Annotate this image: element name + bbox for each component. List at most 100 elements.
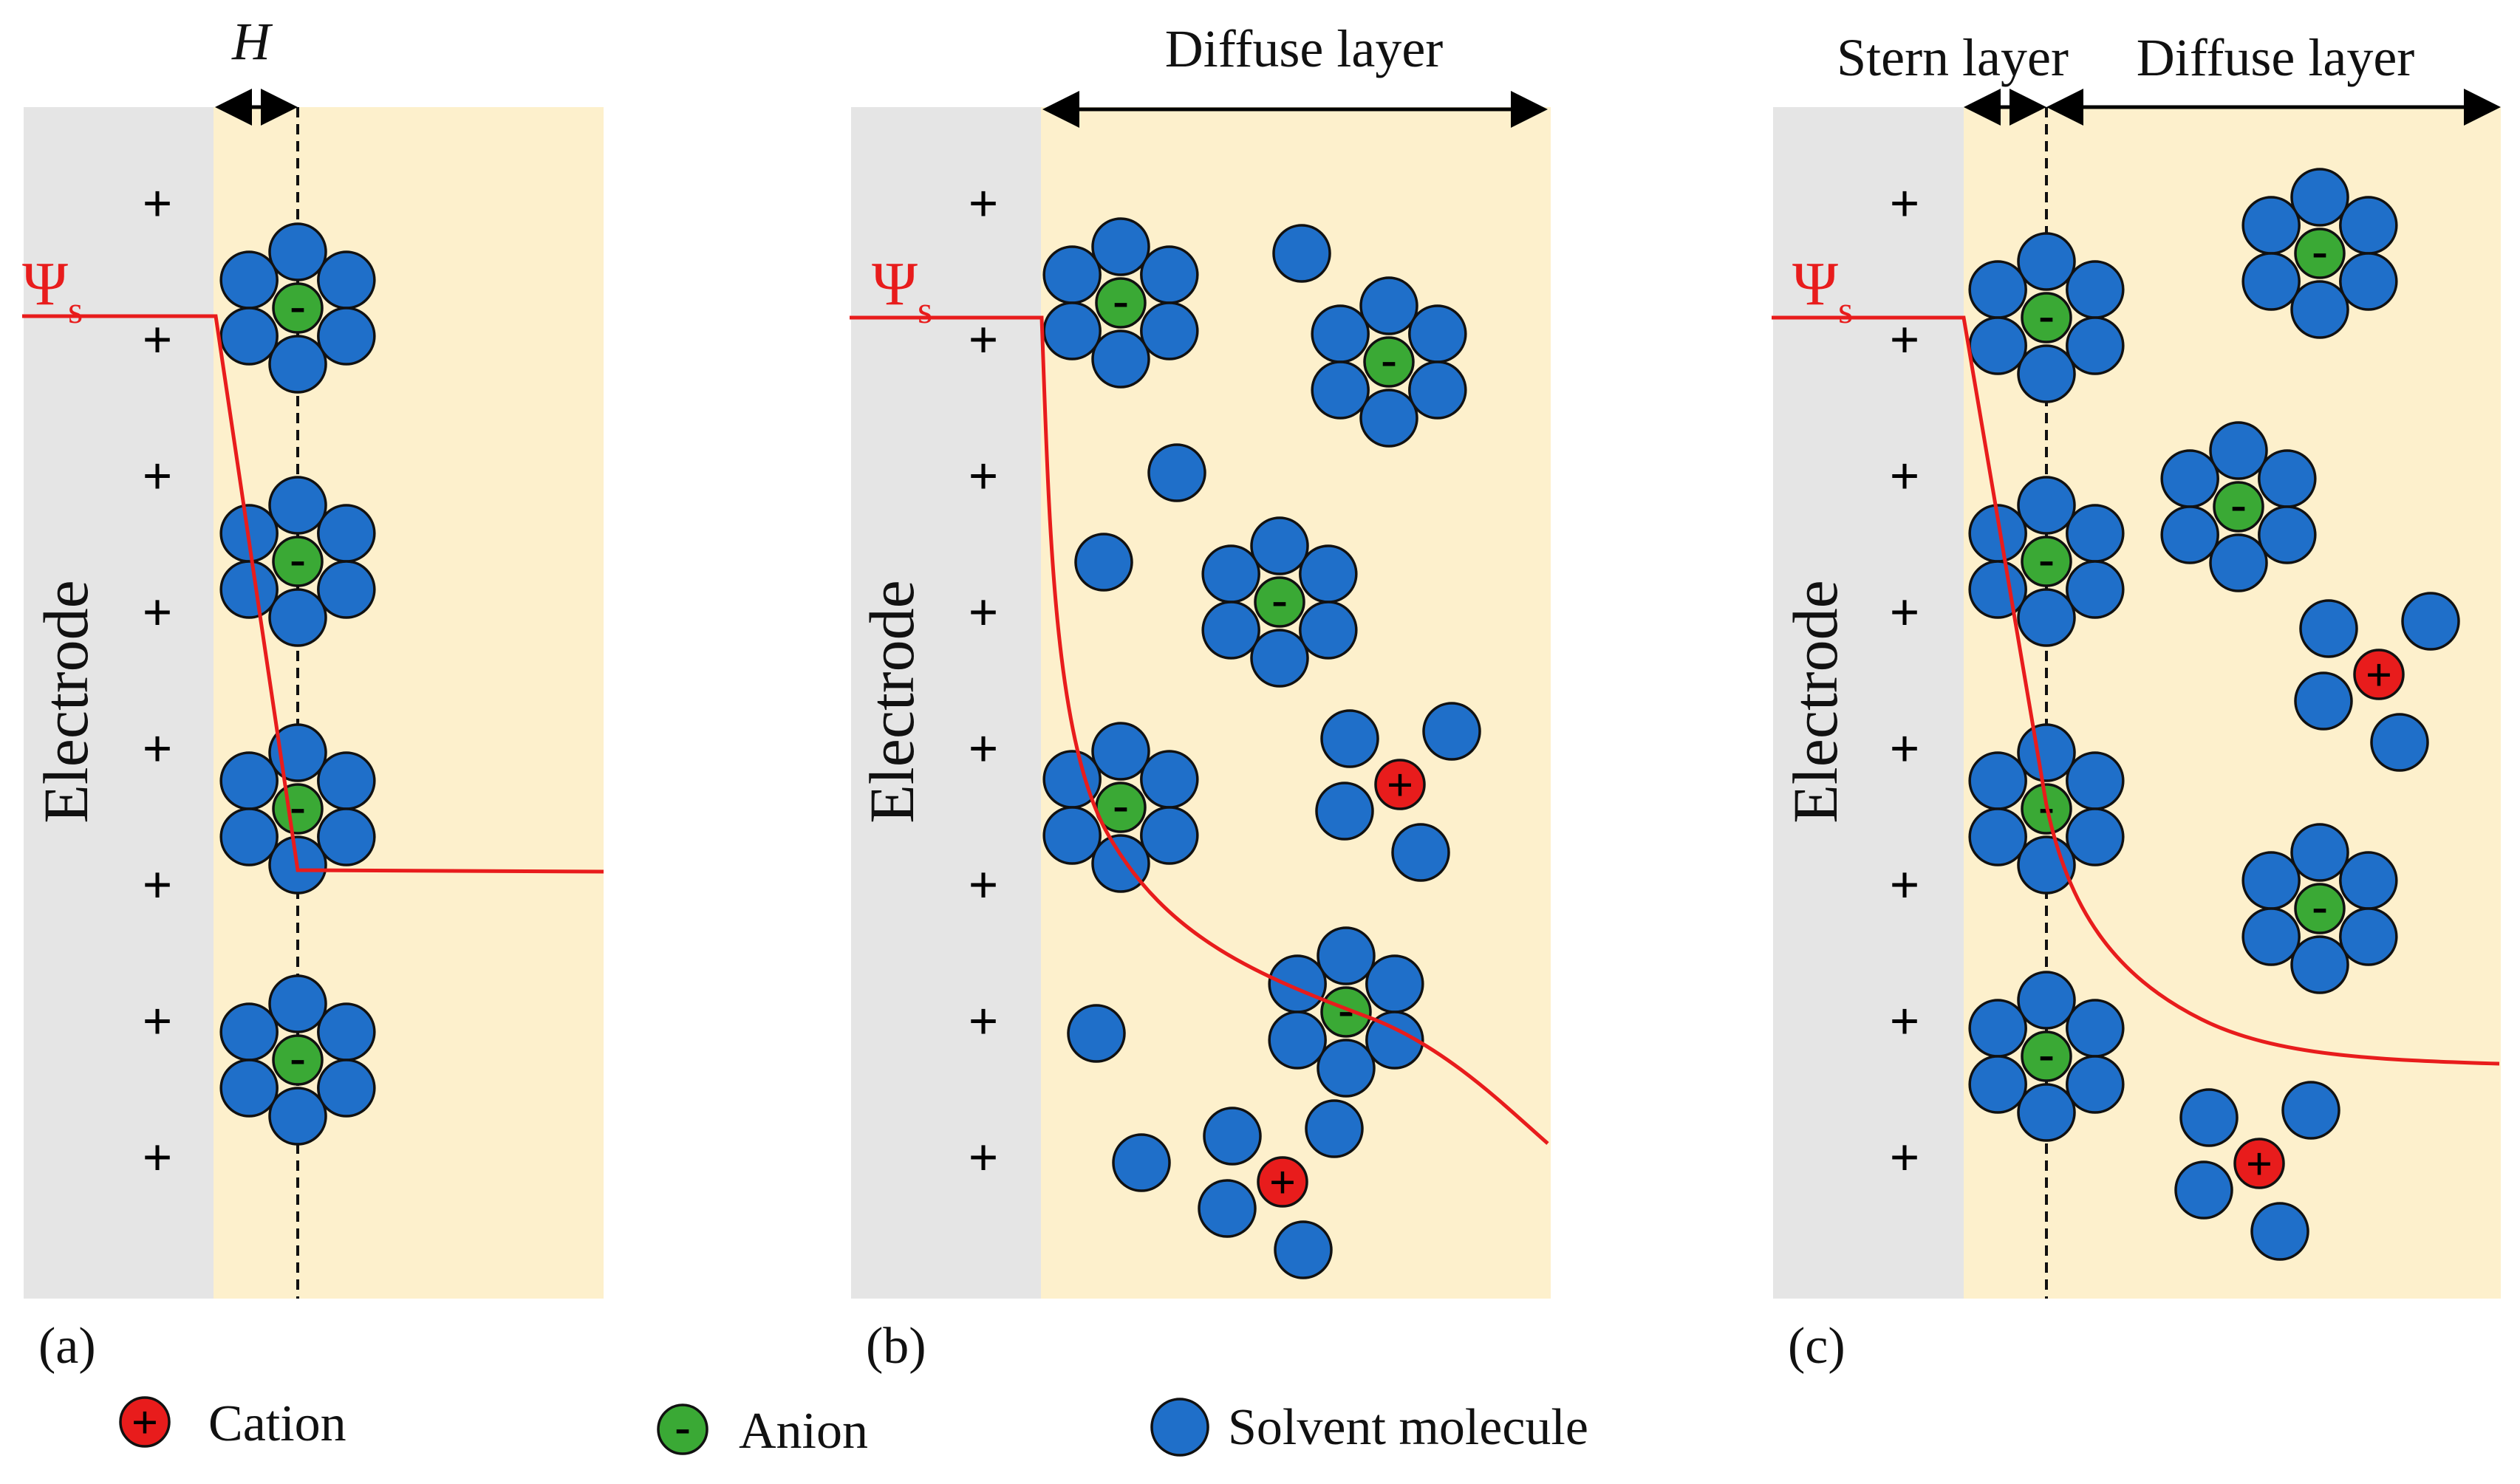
surface-potential-label: Ψs <box>22 250 83 332</box>
solvent-molecule <box>219 1059 279 1118</box>
anion-sign: - <box>2038 1027 2054 1080</box>
solvent-molecule <box>1311 360 1370 420</box>
solvent-molecule <box>219 751 279 810</box>
anion-sign: - <box>290 780 305 832</box>
solvent-molecule <box>219 307 279 366</box>
electrode-charges: ++++++++ <box>1889 174 1919 1187</box>
cation <box>1257 1156 1308 1208</box>
solvent-molecule <box>1359 276 1418 335</box>
ions: ---- <box>219 222 376 1146</box>
solvent-molecule <box>2017 971 2076 1030</box>
solvent-molecule <box>1140 750 1199 809</box>
solvent-molecule <box>1203 1107 1262 1166</box>
solvent-molecule <box>1201 601 1260 660</box>
anion <box>272 536 324 587</box>
cation <box>1374 759 1426 810</box>
solvent-molecule <box>1408 360 1467 420</box>
legend-solvent: Solvent molecule <box>1150 1398 1588 1457</box>
electrode-region <box>1773 107 1964 1299</box>
cation-sign: + <box>1387 759 1413 811</box>
anion-sign: - <box>290 279 305 332</box>
panel-c: Electrode ++++++++ Stern layer Diffuse l… <box>1772 28 2501 1375</box>
anion-sign: - <box>1271 573 1287 626</box>
solvent-molecule <box>1042 806 1102 865</box>
dimension-diffuse: Diffuse layer <box>1042 19 1548 128</box>
surface-potential-label: Ψs <box>872 250 932 332</box>
electrode-label: Electrode <box>30 580 101 823</box>
solvent-molecule <box>1198 1179 1257 1238</box>
solvent-molecule <box>2258 449 2317 508</box>
anion <box>1254 576 1305 628</box>
solvent-molecule <box>2179 1088 2239 1147</box>
solvent-molecule <box>1317 926 1376 985</box>
solvent-molecule <box>268 335 327 394</box>
solvent-molecule <box>2174 1160 2233 1220</box>
solvent-molecule <box>1968 1055 2027 1114</box>
solvent-molecule <box>2241 252 2301 311</box>
solvent-molecule <box>1365 954 1424 1013</box>
anion-icon: - <box>657 1401 708 1455</box>
solvent-molecule <box>317 250 376 310</box>
electrode-charge: + <box>968 310 998 369</box>
anion <box>2021 536 2072 587</box>
panel-a: Electrode ++++++++ H ---- Ψs (a) <box>22 12 604 1375</box>
solvent-molecule <box>1112 1133 1171 1192</box>
solvent-molecule <box>1091 834 1150 893</box>
solvent-molecule <box>1320 709 1379 768</box>
cation-sign: + <box>2246 1138 2273 1190</box>
solvent-molecule <box>1359 389 1418 448</box>
anion-sign: - <box>2230 478 2246 530</box>
anion-sign: - <box>1113 779 1128 831</box>
anion <box>2021 1030 2072 1082</box>
electrode-charge: + <box>1889 174 1919 233</box>
solvent-molecule <box>2401 592 2460 651</box>
solvent-molecule <box>1365 1011 1424 1070</box>
electrode-charge: + <box>142 446 172 505</box>
legend-cation: + Cation <box>119 1395 346 1452</box>
legend-label: Solvent molecule <box>1228 1399 1588 1456</box>
solvent-molecule <box>1042 245 1102 304</box>
solvent-molecule <box>1311 304 1370 363</box>
electrode-charge: + <box>142 583 172 642</box>
solvent-molecule <box>1408 304 1467 363</box>
solvent-molecule <box>1305 1099 1364 1158</box>
solvent-molecule <box>2066 751 2125 810</box>
solvent-molecule <box>2290 168 2349 227</box>
legend-anion: - Anion <box>657 1401 868 1460</box>
solvent-molecule <box>268 1087 327 1146</box>
panel-label: (a) <box>38 1318 96 1375</box>
anion <box>2294 228 2346 279</box>
solvent-molecule <box>1299 544 1358 603</box>
electrode-charge: + <box>1889 1128 1919 1187</box>
solvent-molecule <box>219 250 279 310</box>
electrode-charge: + <box>142 719 172 778</box>
anion <box>1095 277 1147 329</box>
solvent-molecule <box>1968 560 2027 619</box>
solvent-molecule <box>1968 260 2027 319</box>
anion-sign: - <box>290 1031 305 1084</box>
solvent-molecule <box>1140 301 1199 360</box>
solvent-molecule <box>1272 224 1331 283</box>
solvent-molecule <box>2339 851 2398 910</box>
surface-potential-label: Ψs <box>1792 250 1853 332</box>
electrode-charge: + <box>968 991 998 1050</box>
solvent-molecule <box>1091 722 1150 781</box>
solvent-molecule <box>2290 823 2349 882</box>
electrode-charge: + <box>1889 310 1919 369</box>
cation-icon: + <box>119 1396 171 1449</box>
solvent-molecule <box>2160 449 2219 508</box>
electrode-charge: + <box>968 719 998 778</box>
potential-curve <box>1772 315 2500 1066</box>
electrode-region <box>24 107 214 1299</box>
solvent-molecule <box>219 807 279 866</box>
solvent-molecule <box>317 1059 376 1118</box>
electrode-charge: + <box>968 446 998 505</box>
solvent-molecule <box>2209 533 2268 592</box>
solvent-molecule <box>2339 907 2398 966</box>
solvent-molecule <box>2017 723 2076 782</box>
solvent-molecule <box>268 476 327 535</box>
solvent-molecule <box>2241 907 2301 966</box>
solvent-molecule <box>1067 1004 1126 1063</box>
solvent-molecule <box>2299 599 2358 658</box>
